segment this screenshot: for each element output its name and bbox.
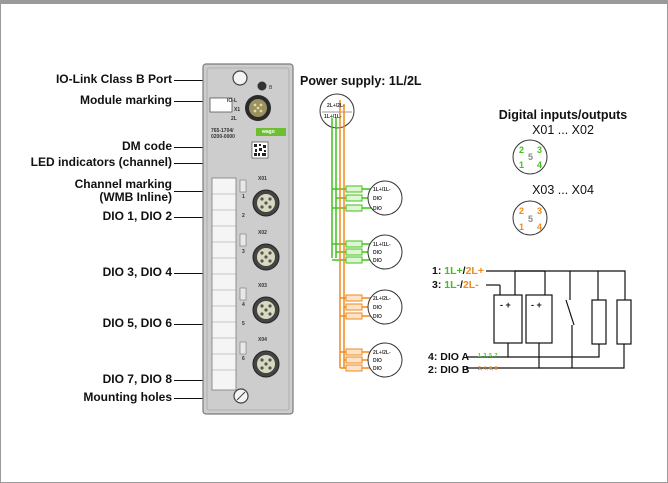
callout-dio12: DIO 1, DIO 2 (102, 209, 172, 223)
svg-text:B: B (269, 85, 273, 91)
pin-diagram-x03 (512, 200, 548, 236)
led-number-5: 5 (242, 321, 245, 327)
led-number-2: 2 (242, 213, 245, 219)
leader-mounting (174, 398, 230, 399)
callout-mounting-holes: Mounting holes (83, 390, 172, 404)
channel-marking-strip (211, 177, 237, 391)
pin-a-3: 3 (537, 145, 543, 155)
legend-1: 1: 1L+/2L+ (432, 265, 484, 277)
led-number-1: 1 (242, 194, 245, 200)
socket-label-x02: X02 (258, 230, 267, 236)
callout-led-indicators: LED indicators (channel) (30, 155, 172, 169)
callout-io-link-port: IO-Link Class B Port (55, 72, 172, 86)
callout-dio56: DIO 5, DIO 6 (102, 316, 172, 330)
pin-diagram-x01 (512, 139, 548, 175)
legend-4: 4: DIO A (428, 351, 470, 363)
dio-sub-x01-x02: X01 ... X02 (532, 123, 594, 137)
dio-sub-x03-x04: X03 ... X04 (532, 183, 594, 197)
pin-b-5: 5 (528, 214, 534, 224)
port-label-x1: X1 (234, 107, 241, 113)
led-number-6: 6 (242, 356, 245, 362)
callout-channel-marking-line2: (WMB Inline) (99, 190, 172, 204)
sensor1-polarity: - + (500, 300, 511, 310)
g2-label-2: DIO (373, 250, 382, 256)
power-supply-title: Power supply: 1L/2L (300, 74, 422, 88)
g2-label-3: DIO (373, 258, 382, 264)
article-number-2: 0200-0000 (211, 134, 235, 140)
socket-x04 (252, 350, 280, 378)
callout-dio78: DIO 7, DIO 8 (102, 372, 172, 386)
o1-label-2: DIO (373, 305, 382, 311)
legend-2: 2: DIO B (428, 364, 470, 376)
socket-label-x04: X04 (258, 337, 267, 343)
ps-out-connector-3 (367, 289, 403, 325)
pin-a-4: 4 (537, 160, 543, 170)
socket-label-x03: X03 (258, 283, 267, 289)
mounting-hole-top (232, 70, 248, 86)
pin-b-4: 4 (537, 222, 543, 232)
ps-out-connector-4 (367, 342, 403, 378)
port-label-2l: 2L (231, 116, 237, 122)
pin-b-2: 2 (519, 206, 525, 216)
pin-a-2: 2 (519, 145, 525, 155)
ps-top-connector (319, 93, 355, 129)
orange-bus (339, 100, 346, 369)
o2-label-3: DIO (373, 366, 382, 372)
callout-module-marking: Module marking (79, 93, 172, 107)
wiring-diagram (466, 270, 632, 369)
o1-label-1: 2L+/2L- (373, 296, 391, 302)
socket-label-x01: X01 (258, 176, 267, 182)
o1-label-3: DIO (373, 314, 382, 320)
pin-b-3: 3 (537, 206, 543, 216)
pin-a-5: 5 (528, 152, 534, 162)
leader-module-marking (174, 101, 210, 102)
sensor2-polarity: - + (531, 300, 542, 310)
ps-out-connector-2 (367, 234, 403, 270)
callout-channel-marking-line1: Channel marking (74, 177, 172, 191)
socket-x02 (252, 243, 280, 271)
o2-label-1: 2L+/2L- (373, 350, 391, 356)
port-label-iol: IO-L (227, 98, 237, 104)
legend-2-pins: 2, 4, 6, 8 (478, 366, 498, 372)
brand-text: wago (262, 129, 275, 135)
legend-4-pins: 1, 3, 5, 7 (478, 353, 498, 359)
g1-label-1: 1L+/1L- (373, 187, 391, 193)
top-bar (0, 0, 668, 4)
socket-x03 (252, 296, 280, 324)
leader-channel-marking (174, 191, 208, 192)
g1-label-2: DIO (373, 196, 382, 202)
legend-3: 3: 1L-/2L- (432, 279, 479, 291)
pin-b-1: 1 (519, 222, 525, 232)
g2-label-1: 1L+/1L- (373, 242, 391, 248)
led-number-4: 4 (242, 302, 245, 308)
top-conn-label-2l: 2L+/2L- (327, 103, 345, 109)
callout-dio34: DIO 3, DIO 4 (102, 265, 172, 279)
brand-plate (256, 128, 286, 136)
callout-dm-code: DM code (121, 139, 172, 153)
led-number-3: 3 (242, 249, 245, 255)
io-link-symbol (257, 81, 267, 91)
dio-title: Digital inputs/outputs (498, 108, 628, 122)
ps-out-connector-1 (367, 180, 403, 216)
article-number: 765-1704/ (211, 128, 234, 134)
g1-label-3: DIO (373, 206, 382, 212)
callout-channel-marking: Channel marking (WMB Inline) (75, 178, 172, 204)
module-marking-label (209, 97, 233, 113)
pin-a-1: 1 (519, 160, 525, 170)
socket-x01 (252, 189, 280, 217)
o2-label-2: DIO (373, 358, 382, 364)
top-conn-label-1l: 1L+/1L- (324, 114, 342, 120)
